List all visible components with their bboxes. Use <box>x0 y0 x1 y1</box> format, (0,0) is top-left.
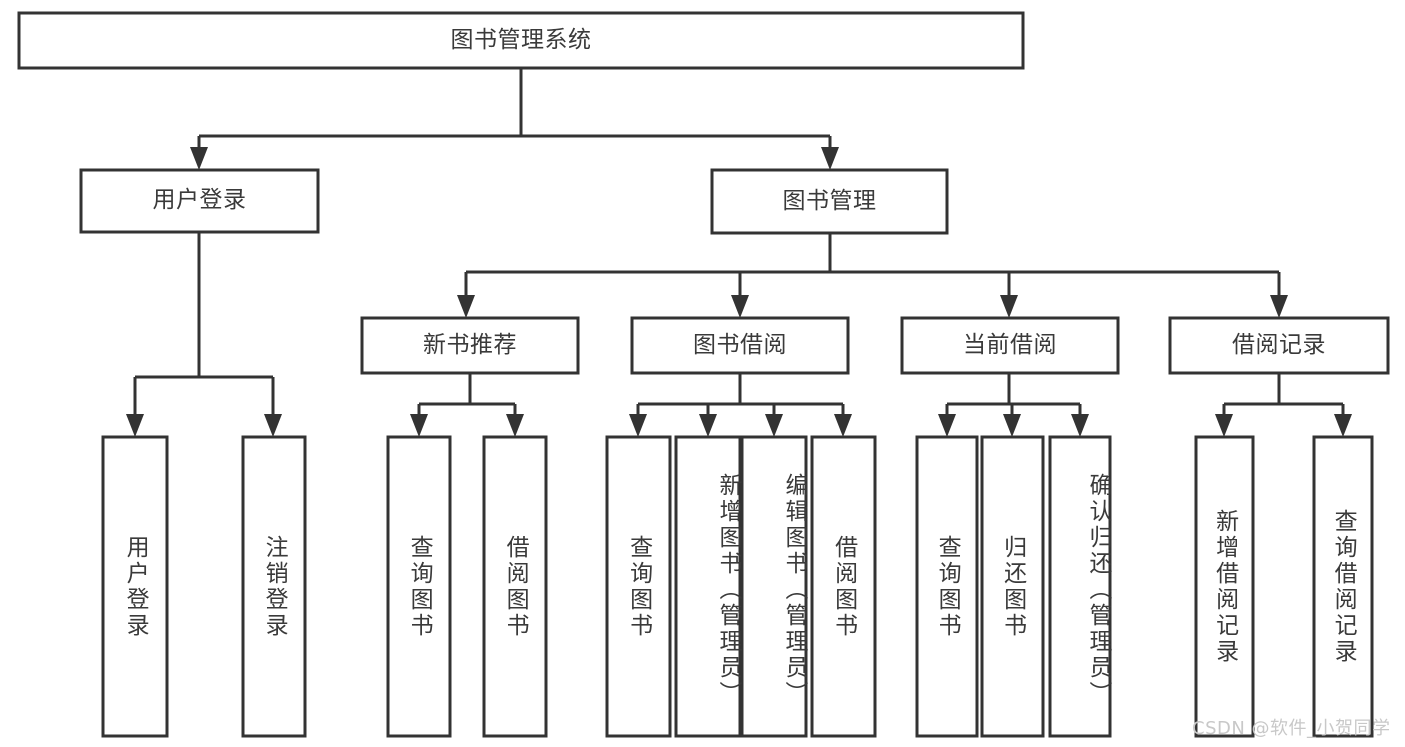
connector-current-borrow-to-leaves <box>938 373 1089 437</box>
arrow-head-leaf-query-book-borrow <box>629 414 647 437</box>
connector-new-book-recommend-to-leaves <box>410 373 524 437</box>
arrow-head-book-borrow <box>731 295 749 318</box>
arrow-head-leaf-query-book-recommend <box>410 414 428 437</box>
arrow-head-user-login <box>190 147 208 170</box>
node-box-leaf-add-book-admin[interactable] <box>674 435 742 738</box>
node-box-leaf-edit-book-admin[interactable] <box>740 435 808 738</box>
node-box-leaf-confirm-return-admin[interactable] <box>1048 435 1112 738</box>
arrow-head-leaf-borrow-book <box>834 414 852 437</box>
node-box-leaf-query-book-current[interactable] <box>915 435 979 738</box>
connector-root-to-level2 <box>190 68 839 170</box>
arrow-head-borrow-record <box>1270 295 1288 318</box>
csdn-watermark: CSDN @软件_小贺同学 <box>1192 718 1391 739</box>
node-box-leaf-user-login[interactable] <box>101 435 169 738</box>
arrow-head-new-book-recommend <box>457 295 475 318</box>
node-box-current-borrow[interactable] <box>900 316 1120 375</box>
node-box-root[interactable] <box>17 11 1025 70</box>
node-box-user-login[interactable] <box>79 168 320 234</box>
node-box-new-book-recommend[interactable] <box>360 316 580 375</box>
arrow-head-leaf-confirm-return-admin <box>1071 414 1089 437</box>
arrow-head-book-management <box>821 147 839 170</box>
connector-borrow-record-to-leaves <box>1215 373 1352 437</box>
arrow-head-leaf-query-borrow-record <box>1334 414 1352 437</box>
node-box-book-management[interactable] <box>710 168 949 235</box>
arrow-head-leaf-borrow-book-recommend <box>506 414 524 437</box>
node-box-leaf-return-book[interactable] <box>980 435 1045 738</box>
node-box-leaf-query-book-borrow[interactable] <box>605 435 672 738</box>
node-box-leaf-logout-login[interactable] <box>241 435 307 738</box>
node-box-leaf-borrow-book[interactable] <box>810 435 877 738</box>
arrow-head-leaf-logout-login <box>264 414 282 437</box>
connector-user-login-to-leaves <box>126 232 282 437</box>
arrow-head-leaf-edit-book-admin <box>765 414 783 437</box>
node-box-borrow-record[interactable] <box>1168 316 1390 375</box>
arrow-head-leaf-add-book-admin <box>699 414 717 437</box>
arrow-head-leaf-user-login <box>126 414 144 437</box>
connector-book-borrow-to-leaves <box>629 373 852 437</box>
node-box-leaf-borrow-book-recommend[interactable] <box>482 435 548 738</box>
arrow-head-leaf-return-book <box>1003 414 1021 437</box>
arrow-head-leaf-query-book-current <box>938 414 956 437</box>
node-box-leaf-add-borrow-record[interactable] <box>1194 435 1255 738</box>
node-box-leaf-query-book-recommend[interactable] <box>386 435 452 738</box>
arrow-head-current-borrow <box>1000 295 1018 318</box>
arrow-head-leaf-add-borrow-record <box>1215 414 1233 437</box>
node-box-leaf-query-borrow-record[interactable] <box>1312 435 1374 738</box>
connector-book-management-to-level3 <box>457 233 1288 318</box>
node-box-book-borrow[interactable] <box>630 316 850 375</box>
